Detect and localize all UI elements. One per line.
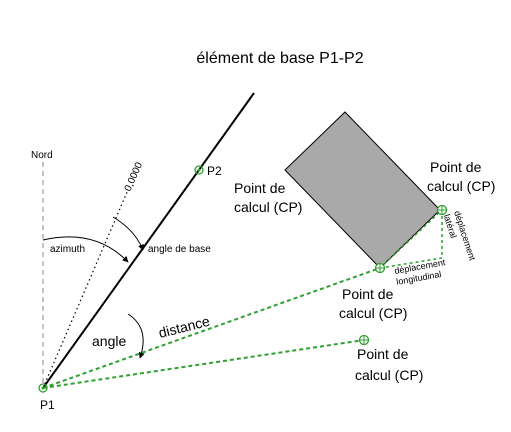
cp-marker-lower	[358, 334, 370, 346]
azimuth-arc	[42, 236, 129, 263]
cp-left-line1: Point de	[234, 180, 286, 196]
base-element-line	[42, 92, 255, 389]
cp-label-bottom: Point de calcul (CP)	[339, 286, 407, 321]
cp-bottom-line1: Point de	[342, 286, 394, 302]
angle-arc	[127, 313, 145, 359]
p2-label: P2	[207, 164, 222, 178]
cp-marker-bottom	[374, 262, 386, 274]
rectangle-edge-line	[379, 209, 443, 269]
zero-reference-line	[42, 189, 129, 389]
angle-label: angle	[92, 333, 126, 349]
diagram-title: élément de base P1-P2	[196, 50, 363, 67]
cp-label-lower: Point de calcul (CP)	[355, 346, 423, 383]
p1-label: P1	[40, 398, 55, 412]
cp-bottom-line2: calcul (CP)	[339, 305, 407, 321]
longitudinal-displacement-label: déplacement longitudinal	[394, 257, 451, 287]
zero-angle-label: 0,0000	[123, 160, 146, 193]
cp-marker-right	[436, 204, 448, 216]
azimuth-label: azimuth	[50, 244, 85, 255]
cp-left-line2: calcul (CP)	[234, 199, 302, 215]
p1-point	[38, 383, 48, 393]
cp-right-line1: Point de	[430, 159, 482, 175]
distance-line	[42, 267, 381, 389]
p2-point	[194, 165, 204, 175]
cp-lower-line2: calcul (CP)	[355, 367, 423, 383]
cp-lower-line1: Point de	[357, 346, 409, 362]
cp-right-line2: calcul (CP)	[427, 178, 495, 194]
second-distance-line	[42, 339, 365, 389]
nord-label: Nord	[31, 150, 53, 161]
base-angle-arc	[112, 216, 144, 251]
cp-label-left: Point de calcul (CP)	[234, 180, 302, 215]
gray-rectangle	[284, 111, 441, 269]
longitudinal-line	[379, 257, 443, 269]
cp-label-right: Point de calcul (CP)	[427, 159, 495, 194]
base-angle-label: angle de base	[148, 244, 211, 255]
